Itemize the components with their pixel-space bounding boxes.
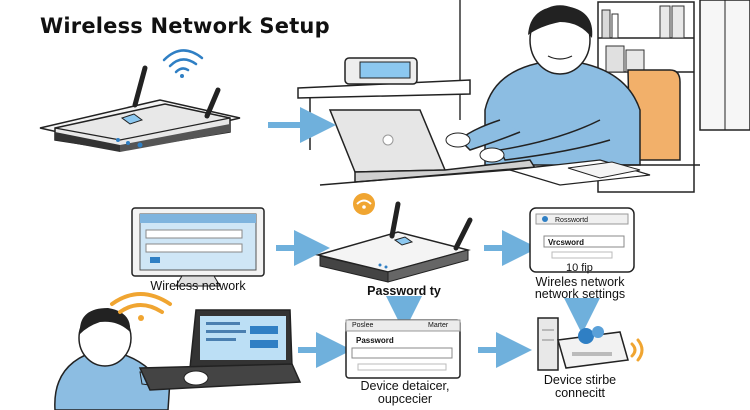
chair <box>627 69 681 161</box>
wifi-icon <box>353 193 375 215</box>
person-icon <box>54 308 193 410</box>
caption-device-detail-2: oupcecier <box>377 392 433 406</box>
papers <box>509 159 651 186</box>
caption-network-settings-1: Wireles network <box>535 275 625 289</box>
phone-caption: 10 fip <box>566 262 593 274</box>
password-field-label: Password <box>356 336 394 345</box>
caption-password: Password ty <box>367 284 441 298</box>
laptop-icon <box>328 109 537 183</box>
router-icon <box>315 201 473 283</box>
caption-wireless-network: Wireless network <box>150 279 246 293</box>
router-icon <box>39 65 241 152</box>
laptop-icon <box>138 309 302 391</box>
server-icon <box>537 317 629 371</box>
password-tab-left: Poslee <box>352 322 374 329</box>
caption-device-connect-2: connecitt <box>554 386 606 400</box>
phone-icon <box>529 207 635 273</box>
caption-network-settings-2: network settings <box>534 287 626 301</box>
wifi-icon <box>162 49 204 78</box>
password-tab-right: Marter <box>428 322 449 329</box>
monitor-icon <box>131 207 265 287</box>
person-icon <box>445 5 641 166</box>
caption-device-connect-1: Device stirbe <box>543 373 617 387</box>
phone-field-text: Vrcsword <box>548 238 585 247</box>
wifi-icon <box>110 292 172 321</box>
caption-device-detail-1: Device detaicer, <box>360 379 450 393</box>
diagram-title: Wireless Network Setup <box>40 14 330 38</box>
wifi-icon <box>630 338 644 362</box>
password-window <box>345 319 461 379</box>
phone-header-text: Rosswortd <box>555 217 589 224</box>
